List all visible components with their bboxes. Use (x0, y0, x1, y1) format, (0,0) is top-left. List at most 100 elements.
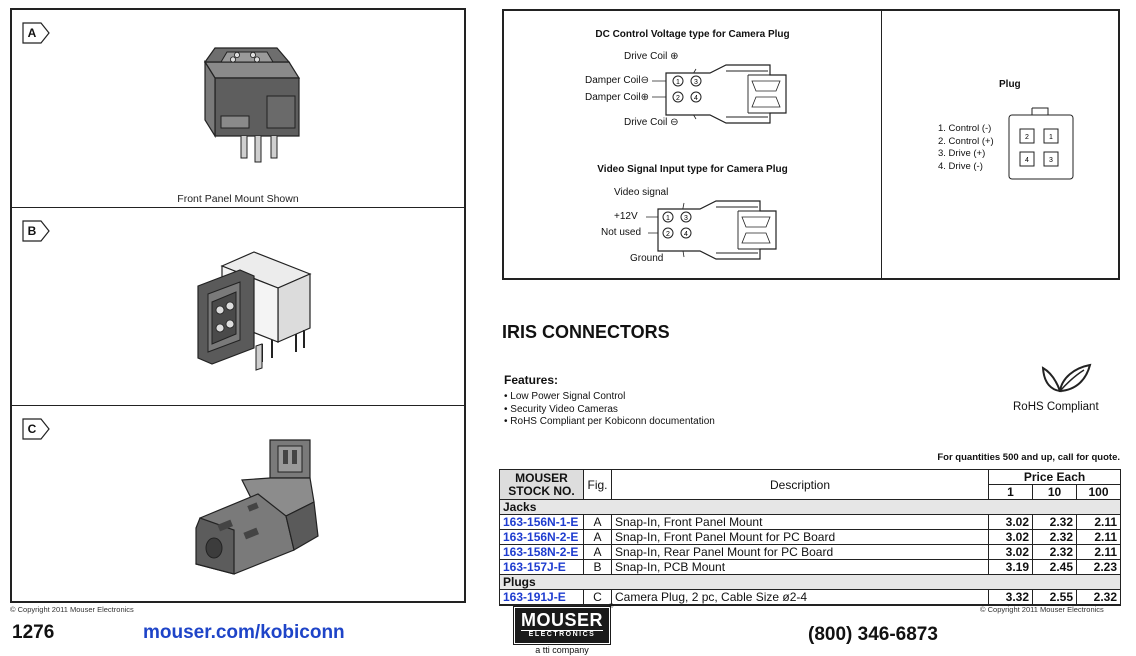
price-1-cell: 3.32 (988, 589, 1033, 606)
fig-cell: A (583, 514, 612, 530)
quantity-quote-note: For quantities 500 and up, call for quot… (937, 452, 1120, 463)
copyright-right: © Copyright 2011 Mouser Electronics (980, 605, 1104, 614)
diagram-divider (881, 11, 882, 278)
dc-label-damper-coil-minus: Damper Coil⊖ (585, 75, 649, 86)
camera-plug-image (195, 439, 319, 575)
qty-1-header: 1 (988, 484, 1033, 500)
price-1-cell: 3.02 (988, 544, 1033, 560)
stock-number-link[interactable]: 163-191J-E (499, 589, 584, 606)
fig-cell: A (583, 529, 612, 545)
description-cell: Snap-In, Front Panel Mount for PC Board (611, 529, 989, 545)
video-label-12v: +12V (614, 211, 638, 222)
figure-b-letter: B (27, 224, 37, 238)
section-title: IRIS CONNECTORS (502, 322, 670, 342)
rohs-compliant-label: RoHS Compliant (1013, 401, 1099, 413)
figure-c-letter: C (27, 422, 37, 436)
figure-b-panel: B (12, 208, 464, 406)
group-row-jacks: Jacks (498, 499, 1122, 515)
logo-registered-mark: ® (609, 604, 614, 610)
dc-pin-1: 1 (676, 79, 680, 86)
qty-100-header: 100 (1075, 484, 1122, 500)
dc-pin-4: 4 (694, 95, 698, 102)
plug-title: Plug (999, 79, 1021, 90)
dc-plug-drawing: 1 2 3 4 (652, 64, 787, 124)
logo-sub-text: ELECTRONICS (521, 630, 603, 639)
figure-a-letter: A (27, 26, 37, 40)
price-100-cell: 2.11 (1075, 529, 1122, 545)
price-100-cell: 2.23 (1075, 559, 1122, 575)
leaf-icon (1041, 363, 1092, 393)
qty-10-header: 10 (1032, 484, 1077, 500)
website-link[interactable]: mouser.com/kobiconn (143, 622, 345, 643)
dc-diagram-title: DC Control Voltage type for Camera Plug (595, 29, 790, 40)
price-10-cell: 2.45 (1032, 559, 1077, 575)
fig-cell: A (583, 544, 612, 560)
price-each-header: Price Each (987, 469, 1122, 485)
plug-pin-4: 4. Drive (-) (938, 160, 983, 172)
description-cell: Camera Plug, 2 pc, Cable Size ø2-4 (611, 589, 989, 606)
figure-a-caption: Front Panel Mount Shown (177, 193, 299, 205)
description-cell: Snap-In, PCB Mount (611, 559, 989, 575)
plug-grid-3: 3 (1049, 157, 1053, 164)
fig-cell: B (583, 559, 612, 575)
table-row: 163-156N-1-E A Snap-In, Front Panel Moun… (499, 514, 1122, 530)
price-10-cell: 2.32 (1032, 529, 1077, 545)
price-10-cell: 2.55 (1032, 589, 1077, 606)
video-pin-1: 1 (666, 215, 670, 222)
page-number: 1276 (12, 622, 55, 643)
fig-cell: C (583, 589, 612, 606)
group-row-plugs: Plugs (498, 574, 1122, 590)
dc-label-drive-coil-minus: Drive Coil ⊖ (624, 117, 679, 128)
video-diagram-title: Video Signal Input type for Camera Plug (597, 164, 788, 175)
price-100-cell: 2.32 (1075, 589, 1122, 606)
video-label-not-used: Not used (601, 227, 642, 238)
plug-pin-1: 1. Control (-) (938, 123, 992, 134)
dc-pin-3: 3 (694, 79, 698, 86)
stock-number-link[interactable]: 163-156N-2-E (499, 529, 584, 545)
features-heading: Features: (504, 373, 559, 387)
figure-c-panel: C (12, 406, 464, 601)
feature-item: Low Power Signal Control (504, 391, 715, 404)
stock-number-link[interactable]: 163-156N-1-E (499, 514, 584, 530)
table-row: 163-191J-E C Camera Plug, 2 pc, Cable Si… (499, 589, 1122, 606)
description-header: Description (611, 469, 989, 500)
video-pin-4: 4 (684, 231, 688, 238)
video-plug-drawing: 1 2 3 4 (646, 200, 777, 260)
price-1-cell: 3.19 (988, 559, 1033, 575)
video-pin-2: 2 (666, 231, 670, 238)
plug-pin-3: 3. Drive (+) (938, 148, 986, 159)
price-100-cell: 2.11 (1075, 544, 1122, 560)
plug-grid-4: 4 (1025, 157, 1029, 164)
mouser-logo: MOUSER ELECTRONICS a tti company (513, 606, 611, 655)
stock-number-link[interactable]: 163-158N-2-E (499, 544, 584, 560)
figure-panels: A Front Panel Mount Shown B (10, 8, 466, 603)
price-10-cell: 2.32 (1032, 514, 1077, 530)
front-panel-jack-image (203, 47, 301, 163)
feature-item: RoHS Compliant per Kobiconn documentatio… (504, 416, 715, 429)
plug-face-drawing: 2 1 4 3 (1008, 107, 1074, 180)
table-row: 163-156N-2-E A Snap-In, Front Panel Moun… (499, 529, 1122, 545)
video-label-signal: Video signal (614, 187, 669, 198)
dc-pin-2: 2 (676, 95, 680, 102)
table-row: 163-157J-E B Snap-In, PCB Mount 3.19 2.4… (499, 559, 1122, 575)
figure-a-panel: A Front Panel Mount Shown (12, 10, 464, 208)
plug-pin-list: 1. Control (-) 2. Control (+) 3. Drive (… (938, 123, 994, 173)
dc-label-drive-coil-plus: Drive Coil ⊕ (624, 51, 679, 62)
pcb-mount-jack-image (197, 251, 312, 371)
table-row: 163-158N-2-E A Snap-In, Rear Panel Mount… (499, 544, 1122, 560)
logo-main-text: MOUSER (520, 610, 603, 630)
copyright-left: © Copyright 2011 Mouser Electronics (10, 605, 134, 614)
pinout-diagram-box: DC Control Voltage type for Camera Plug … (502, 9, 1120, 280)
feature-item: Security Video Cameras (504, 404, 715, 417)
description-cell: Snap-In, Front Panel Mount (611, 514, 989, 530)
price-100-cell: 2.11 (1075, 514, 1122, 530)
description-cell: Snap-In, Rear Panel Mount for PC Board (611, 544, 989, 560)
fig-header: Fig. (583, 469, 612, 500)
logo-tagline: a tti company (535, 645, 589, 655)
price-1-cell: 3.02 (988, 514, 1033, 530)
stock-number-link[interactable]: 163-157J-E (499, 559, 584, 575)
video-pin-3: 3 (684, 215, 688, 222)
plug-grid-1: 1 (1049, 134, 1053, 141)
